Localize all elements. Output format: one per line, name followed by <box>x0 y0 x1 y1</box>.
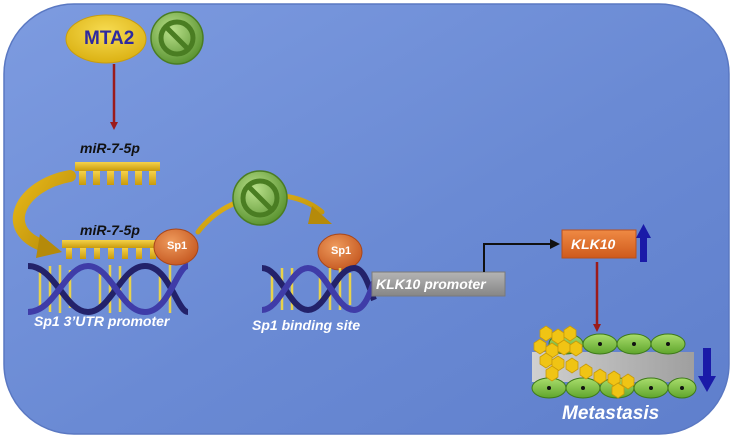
dna-helix-left <box>27 262 190 316</box>
dna-helix-right <box>261 264 377 314</box>
sp1-utr-promoter-label: Sp1 3’UTR promoter <box>34 313 170 329</box>
background-panel <box>3 3 730 435</box>
mirna-top-label: miR-7-5p <box>80 140 140 156</box>
sp1-left-label: Sp1 <box>167 240 188 252</box>
curved-arrow-mirna-binding <box>12 170 76 258</box>
sp1-node-left <box>153 228 199 266</box>
transcription-arrow <box>483 243 550 272</box>
klk10-box <box>561 229 637 259</box>
sp1-binding-site-label: Sp1 binding site <box>252 317 361 333</box>
up-arrow-icon <box>636 224 651 262</box>
mta2-node <box>65 14 147 64</box>
mirna-bound-label: miR-7-5p <box>80 222 140 238</box>
mta2-label: MTA2 <box>84 28 135 49</box>
down-arrow-icon <box>698 348 716 392</box>
metastasis-label: Metastasis <box>562 403 660 424</box>
transcription-arrow-head <box>550 239 560 249</box>
klk10-label: KLK10 <box>571 236 616 252</box>
cell-layer-illustration <box>531 325 697 399</box>
inhibit-icon-sp1 <box>232 170 288 226</box>
klk10-promoter-label: KLK10 promoter <box>376 276 486 292</box>
klk10-promoter-box <box>371 271 506 297</box>
mirna-comb-top <box>75 162 160 185</box>
inhibit-icon-mta2 <box>150 11 204 65</box>
sp1-right-label: Sp1 <box>331 245 352 257</box>
